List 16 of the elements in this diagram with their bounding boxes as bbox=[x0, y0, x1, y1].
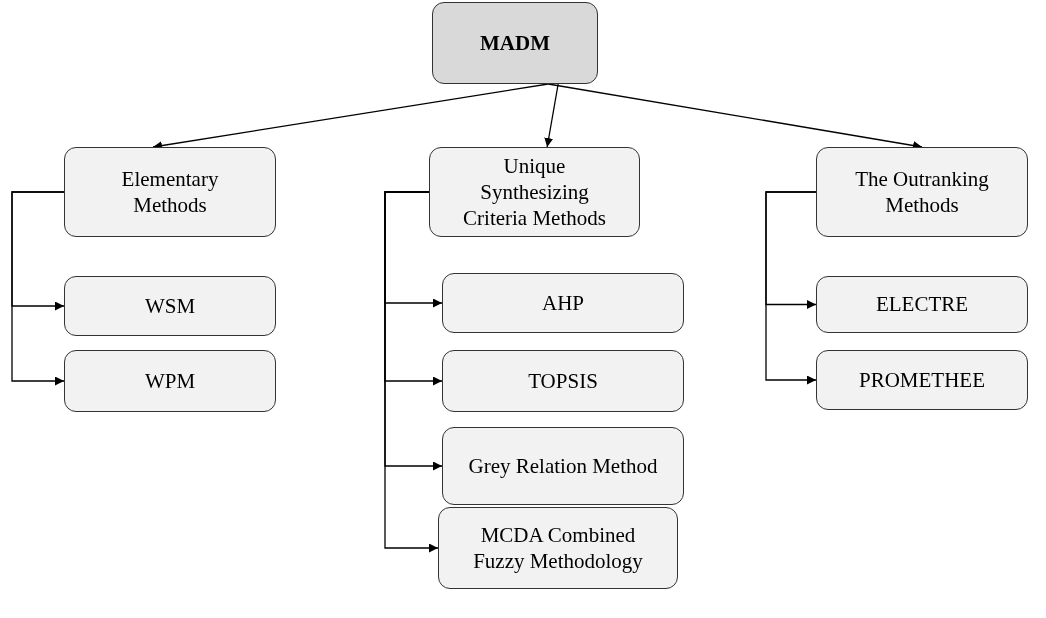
method-box: Elementary Methods bbox=[64, 147, 276, 237]
method-box: PROMETHEE bbox=[816, 350, 1028, 410]
arrow bbox=[765, 191, 817, 385]
root-box: MADM bbox=[432, 2, 598, 84]
method-box: WPM bbox=[64, 350, 276, 412]
method-box: ELECTRE bbox=[816, 276, 1028, 333]
arrow bbox=[384, 191, 439, 553]
method-box: The Outranking Methods bbox=[816, 147, 1028, 237]
method-box: Unique Synthesizing Criteria Methods bbox=[429, 147, 640, 237]
method-box: TOPSIS bbox=[442, 350, 684, 412]
method-box: Grey Relation Method bbox=[442, 427, 684, 505]
arrow bbox=[544, 83, 559, 148]
method-box: AHP bbox=[442, 273, 684, 333]
method-box: WSM bbox=[64, 276, 276, 336]
method-box: MCDA Combined Fuzzy Methodology bbox=[438, 507, 678, 589]
arrow bbox=[11, 191, 65, 386]
